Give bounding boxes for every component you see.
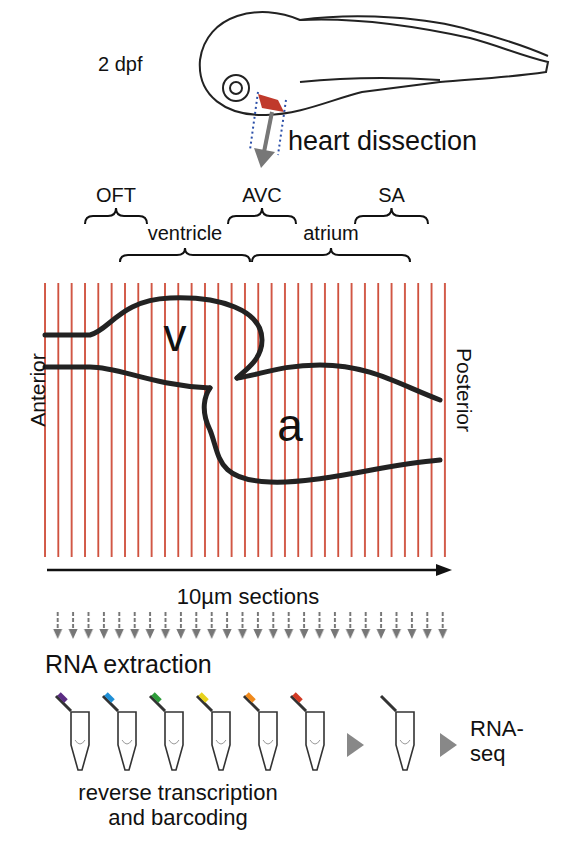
heart-mark: [258, 94, 284, 112]
dissection-arrow: [254, 112, 275, 168]
region-brace: [85, 208, 428, 262]
region-label: SA: [347, 184, 437, 207]
step-label: heart dissection: [288, 126, 477, 157]
section-label: 10µm sections: [118, 584, 378, 609]
region-label: OFT: [71, 184, 161, 207]
axis-label: Posterior: [452, 348, 476, 432]
direction-arrow: [47, 564, 452, 576]
pooled-tube: [381, 696, 414, 770]
chamber-label: v: [164, 312, 187, 358]
barcoded-tubes: [56, 694, 324, 770]
atrium-chamber: a: [195, 355, 445, 490]
chamber-label: a: [277, 402, 303, 448]
dissection-guides: [250, 92, 286, 155]
zebrafish-embryo: [200, 12, 548, 115]
chamber-wall: [204, 388, 440, 482]
chamber-wall: [237, 365, 440, 400]
step-label: RNA-seq: [470, 716, 532, 767]
step-arrow: [347, 733, 364, 757]
axis-label: Anterior: [26, 353, 50, 427]
region-label: AVC: [217, 184, 307, 207]
step-arrow: [440, 733, 457, 757]
step-label: RNA extraction: [45, 650, 212, 679]
section-arrows: [50, 610, 450, 642]
region-label: ventricle: [120, 222, 250, 245]
chamber-wall: [45, 367, 210, 388]
step-label: reverse transcription and barcoding: [58, 780, 298, 831]
chamber-outline: [195, 355, 445, 490]
stage-label: 2 dpf: [98, 53, 142, 76]
region-label: atrium: [266, 222, 396, 245]
section-lines: [44, 283, 446, 557]
